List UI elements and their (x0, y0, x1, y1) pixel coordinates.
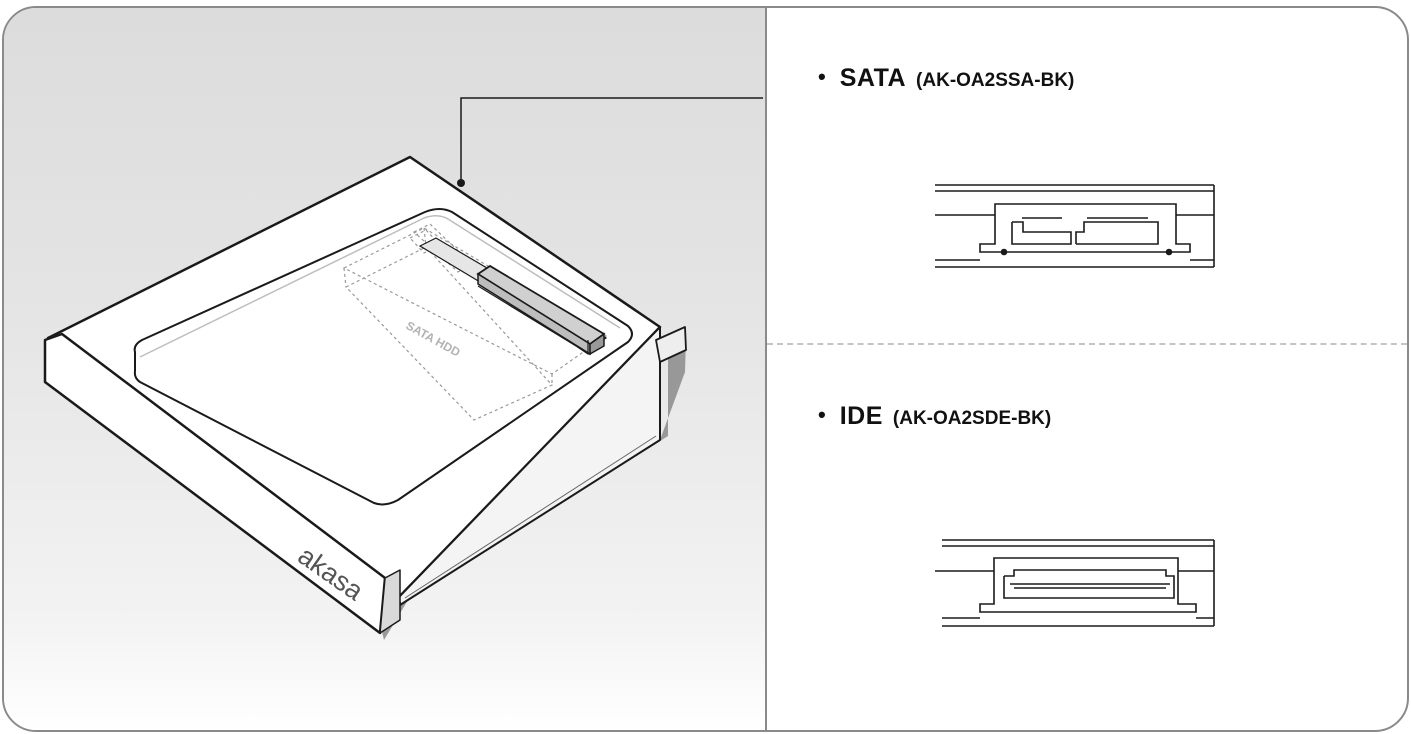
ide-model-code: (AK-OA2SDE-BK) (892, 408, 1052, 429)
optical-bay-caddy (43, 155, 687, 635)
callout-anchor-dot (457, 179, 465, 187)
ide-option-name: IDE (839, 402, 883, 430)
ide-option-label: • IDE (AK-OA2SDE-BK) (818, 402, 1051, 431)
bezel-front-edge (379, 569, 401, 634)
sata-connector-diagram (935, 184, 1215, 268)
sata-model-code: (AK-OA2SSA-BK) (916, 70, 1075, 91)
sata-bullet: • (818, 64, 826, 89)
panel-divider (765, 8, 767, 730)
sata-option-name: SATA (839, 64, 907, 92)
ide-connector-diagram (935, 539, 1215, 627)
sata-connector-block (418, 237, 608, 356)
sata-option-label: • SATA (AK-OA2SSA-BK) (818, 64, 1074, 93)
dashed-section-divider (767, 343, 1407, 345)
callout-leader-line (460, 97, 763, 183)
caddy-side-rail (655, 326, 687, 363)
ide-bullet: • (818, 402, 826, 427)
